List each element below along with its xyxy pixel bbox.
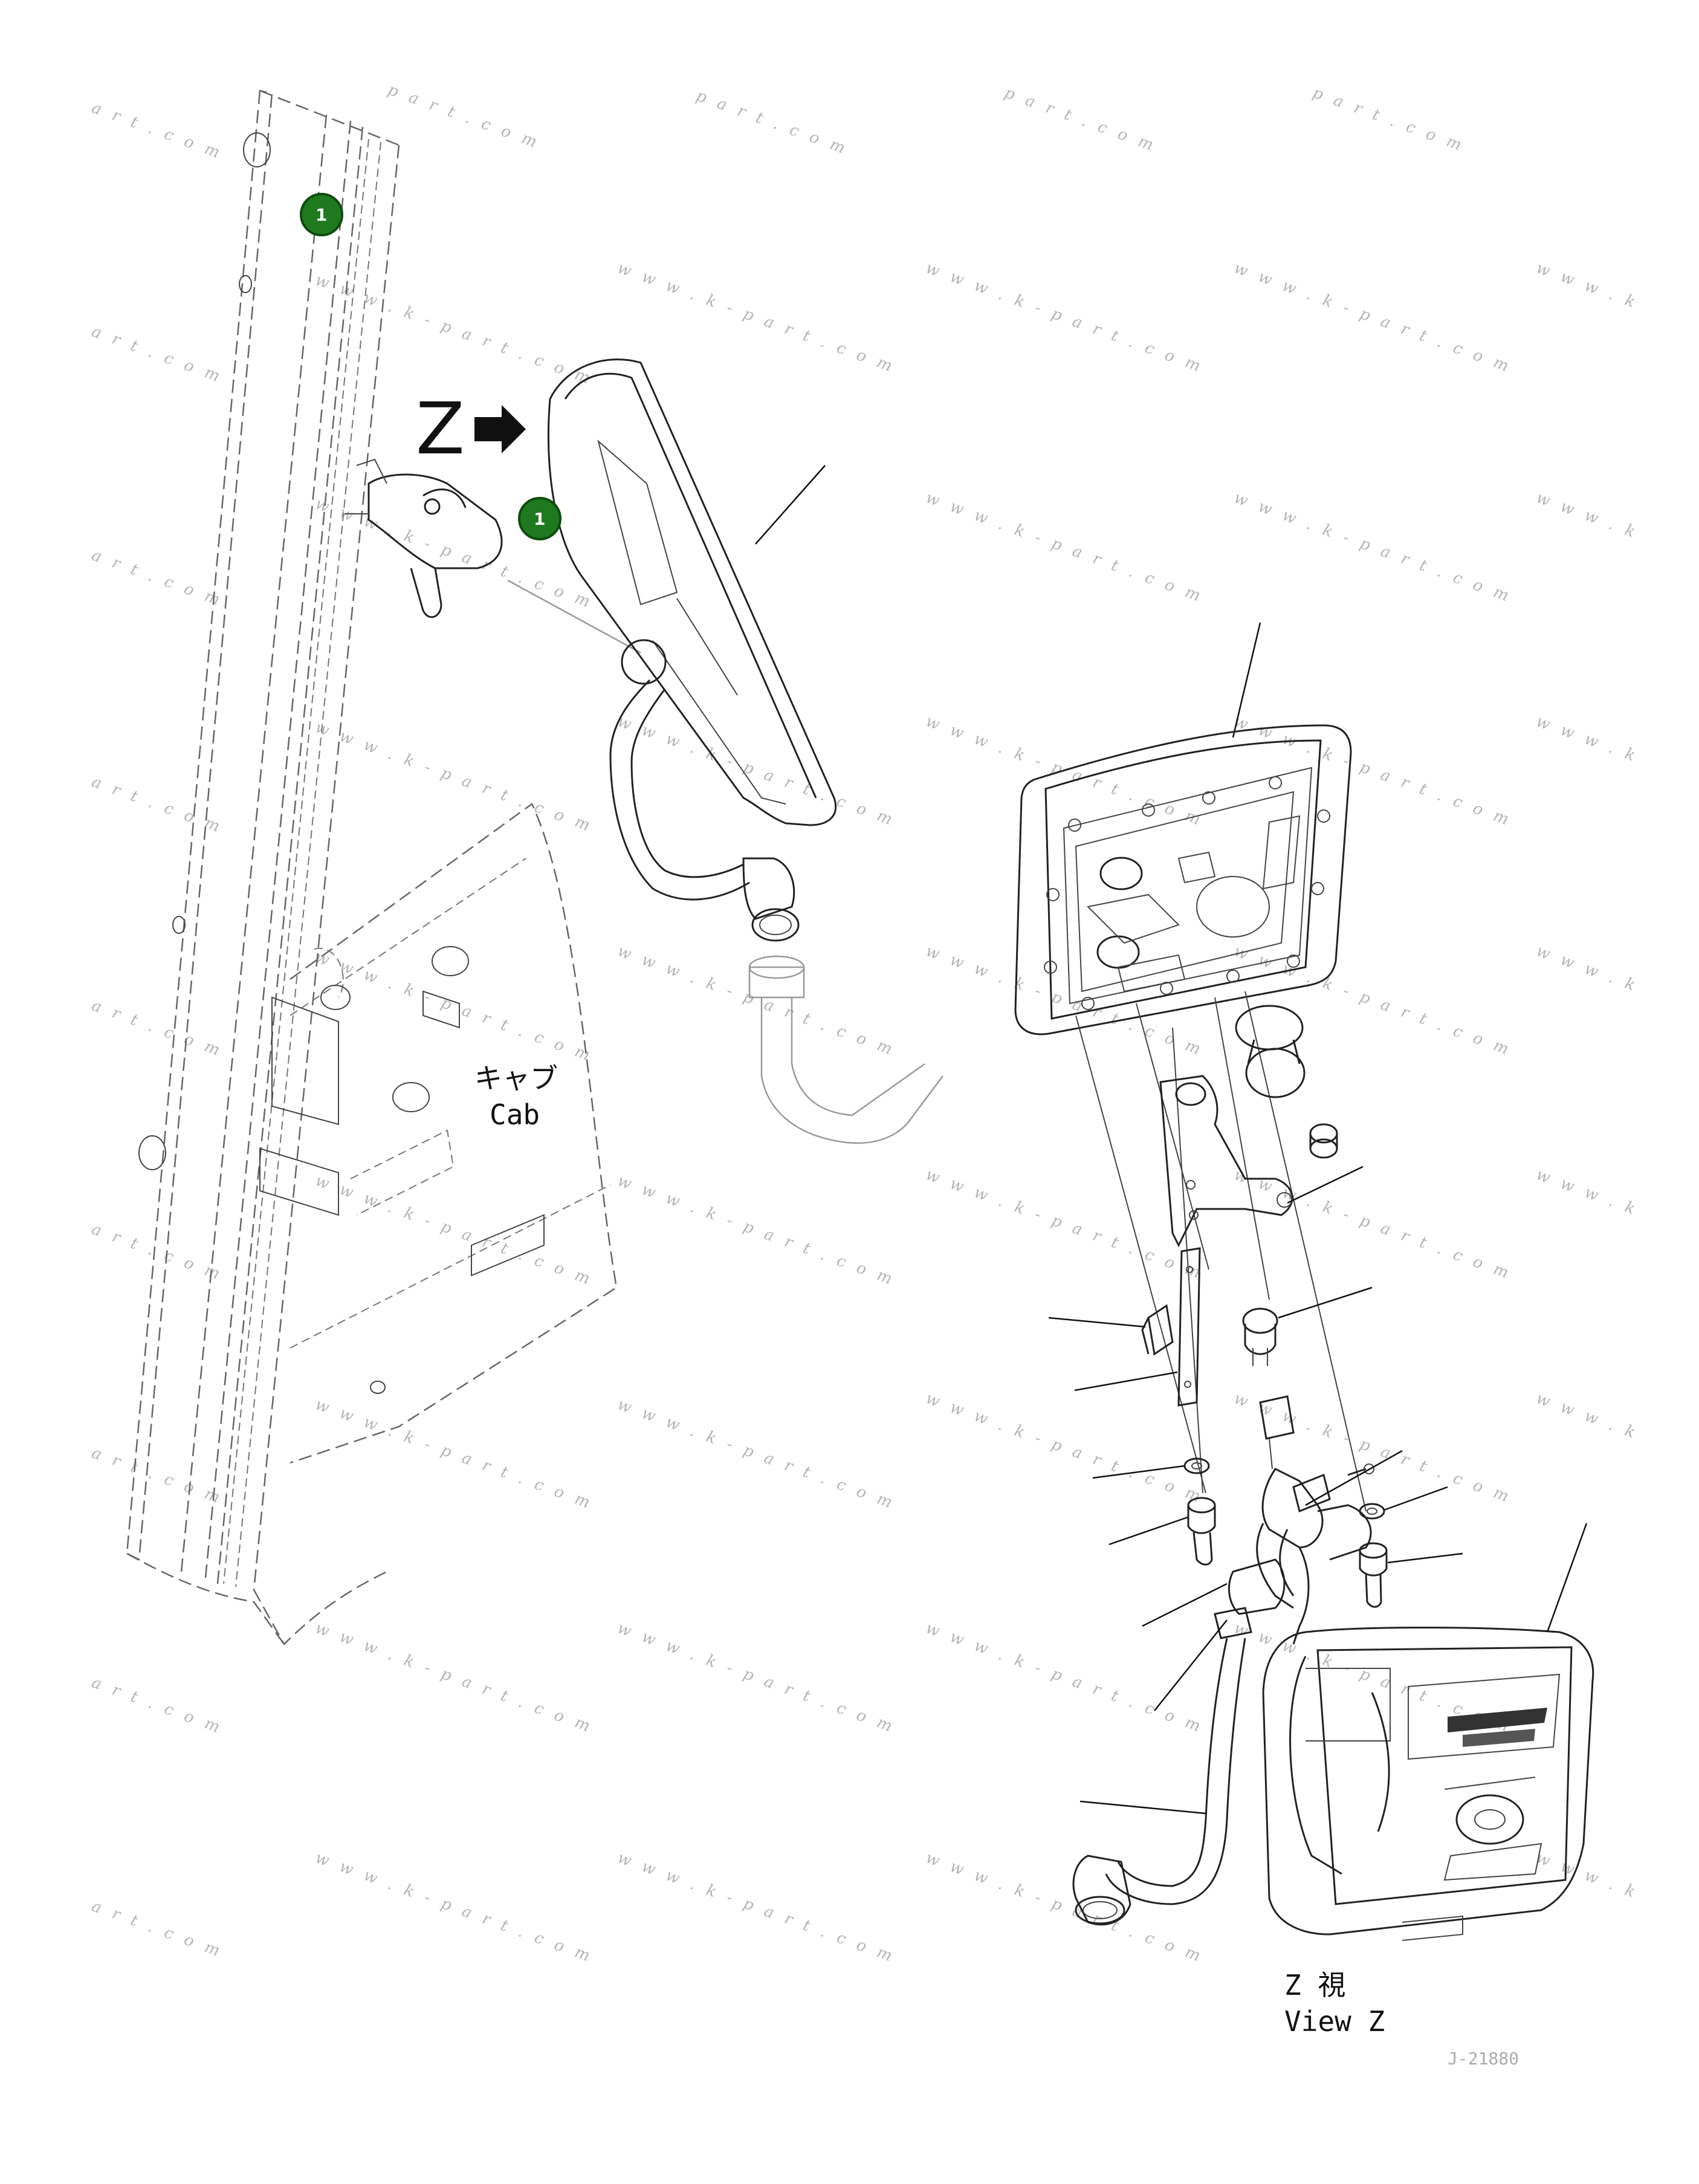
watermark: w w w . k - p a r t . c o m (313, 1849, 596, 1966)
watermark: a r t . c o m (89, 322, 226, 387)
watermark: w w w . k - p a r t . c o m (1232, 1165, 1515, 1283)
mount-plate-ball (1235, 1005, 1338, 1159)
view-label-jp: Z 視 (1284, 1969, 1345, 2001)
wiring-harness (1072, 1463, 1374, 1926)
watermark: w w w . k - p a r t . c o m (1232, 259, 1515, 377)
leader-line (1546, 1523, 1588, 1633)
callout-badge[interactable]: 1 (300, 193, 343, 236)
leader-line (1079, 1800, 1206, 1815)
cab-label-jp: キャブ (474, 1062, 558, 1095)
callout-number: 1 (534, 509, 545, 529)
watermark: w w w . k - p a r t . c o m (313, 1619, 596, 1737)
watermark: w w w . k - p a r t . c o m (1232, 942, 1515, 1060)
watermark: w w w . k (1534, 259, 1641, 313)
watermark: w w w . k - p a r t . c o m (615, 1171, 898, 1289)
watermark: w w w . k - p a r t . c o m (924, 1619, 1206, 1737)
watermark: w w w . k - p a r t . c o m (615, 259, 898, 377)
leader-line (1387, 1552, 1463, 1564)
watermark: w w w . k (1534, 1849, 1641, 1902)
callout-badge[interactable]: 1 (518, 497, 561, 540)
connector-plug (1259, 1395, 1295, 1470)
watermark: w w w . k (1534, 942, 1641, 996)
leader-line (1305, 1450, 1403, 1506)
watermark: w w w . k - p a r t . c o m (313, 948, 596, 1066)
watermark: w w w . k - p a r t . c o m (313, 1171, 596, 1289)
watermark: a r t . c o m (89, 996, 226, 1061)
view-label-en: View Z (1284, 2005, 1385, 2038)
watermark: w w w . k - p a r t . c o m (313, 1395, 596, 1513)
pillar-hole (138, 1135, 166, 1170)
watermark: w w w . k - p a r t . c o m (924, 1849, 1206, 1966)
watermark: w w w . k - p a r t . c o m (1232, 488, 1515, 606)
pillar-hole (243, 132, 271, 167)
watermark: w w w . k - p a r t . c o m (1232, 712, 1515, 830)
monitor-stay (1159, 1075, 1293, 1248)
watermark: a r t . c o m (89, 1897, 226, 1962)
mount-ball (621, 639, 667, 685)
view-z-arrow: Z (416, 387, 526, 470)
watermark: w w w . k - p a r t . c o m (615, 1849, 898, 1966)
watermark: w w w . k - p a r t . c o m (924, 1389, 1206, 1507)
cab-pillar (126, 89, 400, 1646)
bolt (1359, 1542, 1388, 1608)
cab-label-en: Cab (490, 1098, 540, 1131)
leader-line (1383, 1486, 1448, 1511)
callout-number: 1 (316, 205, 327, 225)
watermark: w w w . k - p a r t . c o m (924, 942, 1206, 1060)
watermark: w w w . k - p a r t . c o m (924, 259, 1206, 377)
cab-side-panel (259, 803, 618, 1464)
leader-line (1092, 1465, 1185, 1479)
drawing-reference: J-21880 (1448, 2049, 1519, 2069)
watermark-layer: a r t . c o m p a r t . c o m p a r t . … (89, 80, 1641, 1966)
watermark: w w w . k - p a r t . c o m (313, 271, 596, 389)
watermark: w w w . k - p a r t . c o m (615, 1395, 898, 1513)
watermark: w w w . k - p a r t . c o m (615, 1619, 898, 1737)
watermark: a r t . c o m (89, 1444, 226, 1508)
watermark: a r t . c o m (89, 99, 226, 163)
watermark: w w w . k (1534, 712, 1641, 766)
leader-line (755, 465, 826, 545)
watermark: a r t . c o m (89, 546, 226, 611)
monitor-view-z (1262, 1627, 1594, 1941)
buzzer-switch (1242, 1307, 1278, 1366)
bolt (1187, 1497, 1216, 1566)
monitor-side-view (547, 358, 837, 942)
monitor-back-exploded (1014, 724, 1352, 1035)
l-bracket (1141, 1304, 1174, 1356)
explode-lines (1075, 991, 1367, 1512)
watermark: a r t . c o m (89, 1220, 226, 1285)
arrow-right-icon (474, 405, 526, 453)
monitor-bracket (345, 458, 503, 618)
plate (1177, 1247, 1201, 1407)
leader-line (1154, 1619, 1228, 1711)
leader-line (1108, 1516, 1188, 1546)
leader-line (1048, 1317, 1146, 1328)
watermark: w w w . k - p a r t . c o m (615, 712, 898, 830)
mount-line (507, 579, 641, 654)
watermark: w w w . k - p a r t . c o m (924, 1165, 1206, 1283)
watermark: p a r t . c o m (1002, 83, 1159, 155)
leader-line (1232, 622, 1261, 738)
watermark: w w w . k (1534, 1165, 1641, 1219)
leader-line (1278, 1286, 1373, 1319)
mating-harness-ghost (748, 955, 943, 1144)
leader-line (1142, 1583, 1228, 1627)
watermark: p a r t . c o m (1310, 83, 1468, 155)
watermark: a r t . c o m (89, 1673, 226, 1738)
watermark: p a r t . c o m (694, 86, 851, 158)
leader-line (1074, 1371, 1178, 1392)
watermark: w w w . k - p a r t . c o m (924, 488, 1206, 606)
watermark: w w w . k - p a r t . c o m (1232, 1389, 1515, 1507)
watermark: w w w . k - p a r t . c o m (924, 712, 1206, 830)
leader-line (1287, 1165, 1364, 1204)
washer (1359, 1503, 1385, 1520)
watermark: w w w . k - p a r t . c o m (313, 718, 596, 836)
watermark: p a r t . c o m (386, 80, 543, 152)
watermark: w w w . k (1534, 1389, 1641, 1443)
watermark: w w w . k (1534, 488, 1641, 542)
view-arrow-letter: Z (416, 387, 465, 470)
